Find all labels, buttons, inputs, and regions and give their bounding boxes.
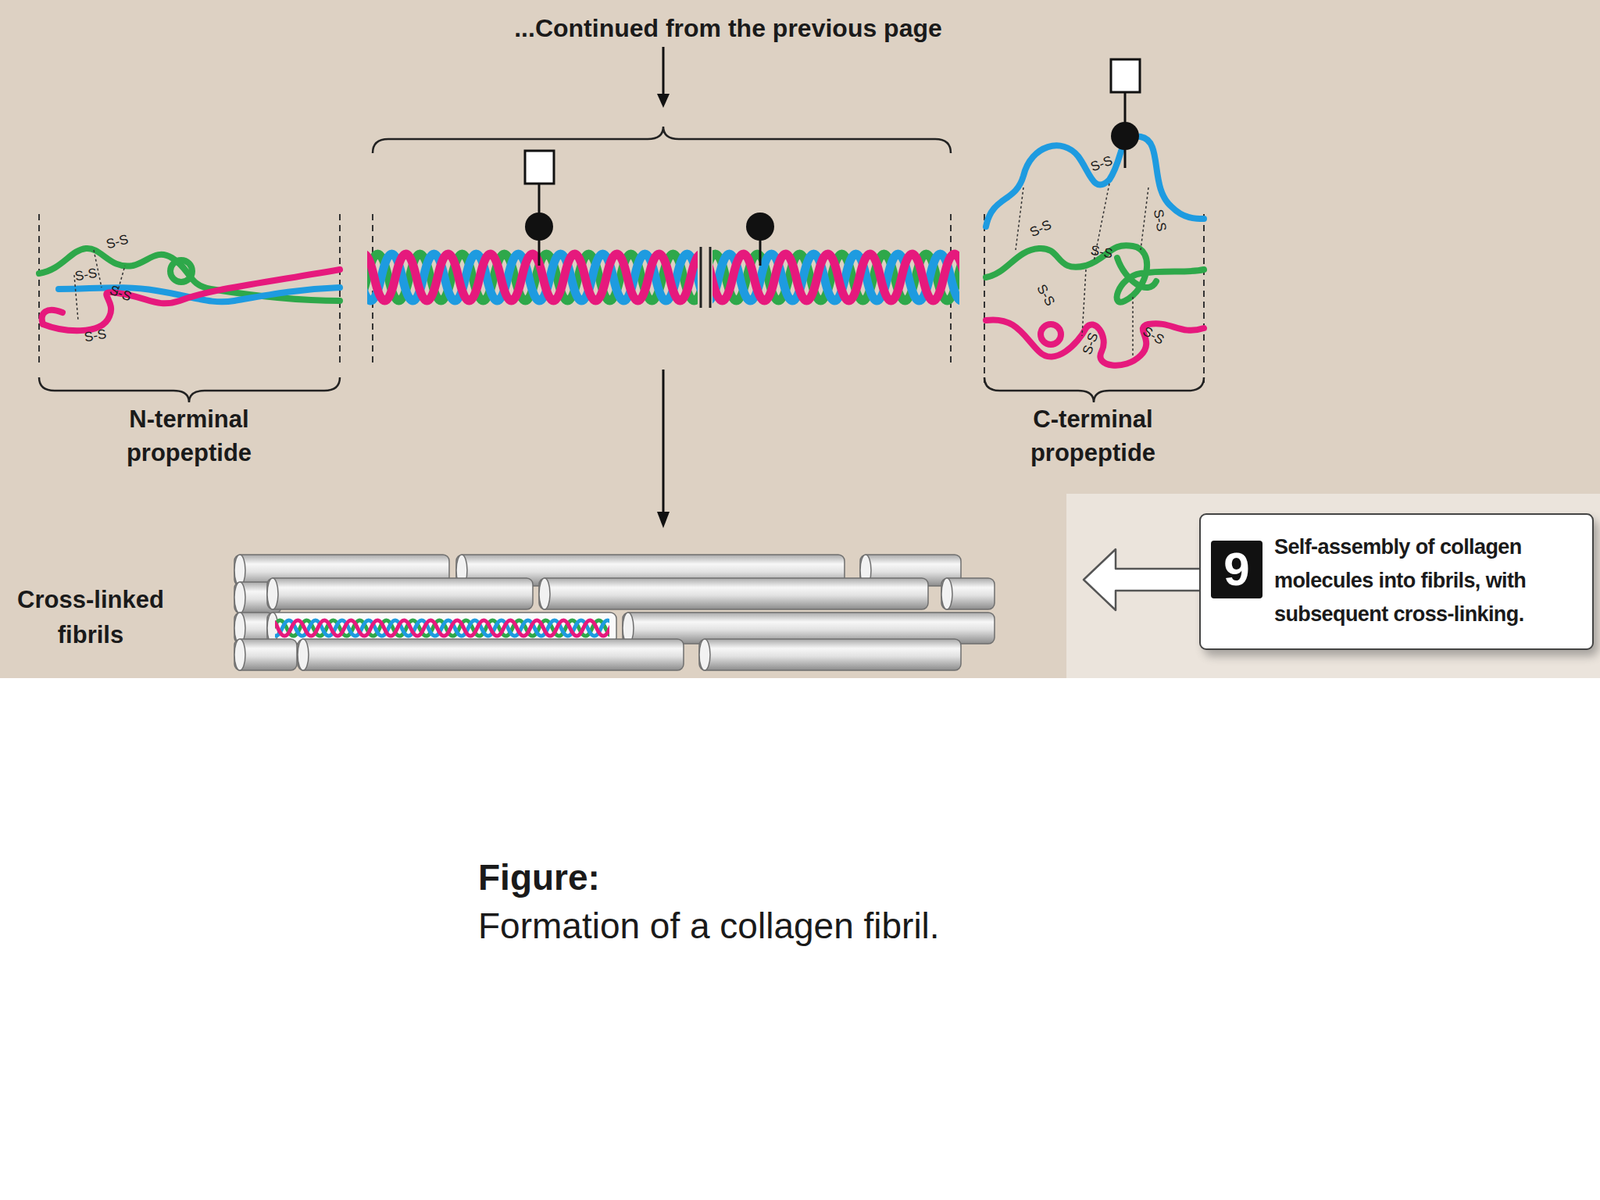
- figure-label: Figure:: [478, 855, 791, 900]
- figure-caption: Formation of a collagen fibril.: [478, 903, 1416, 948]
- region-label: C-terminal propeptide: [1007, 402, 1179, 470]
- region-label: Cross-linked fibrils: [0, 582, 182, 653]
- disulfide-label: S-S: [73, 265, 98, 286]
- disulfide-label: S-S: [1088, 153, 1115, 175]
- disulfide-label: S-S: [107, 282, 133, 305]
- disulfide-label: S-S: [1089, 242, 1114, 263]
- callout-box: Self-assembly of collagen molecules into…: [1199, 513, 1594, 650]
- disulfide-label: S-S: [1139, 323, 1168, 348]
- disulfide-label: S-S: [1079, 330, 1102, 357]
- callout-text: Self-assembly of collagen molecules into…: [1274, 530, 1591, 632]
- continuation-note: ...Continued from the previous page: [376, 12, 1080, 44]
- disulfide-label: S-S: [104, 232, 131, 254]
- callout-number-box: 9: [1210, 540, 1263, 599]
- callout-number: 9: [1210, 540, 1263, 599]
- disulfide-label: S-S: [82, 326, 108, 347]
- disulfide-label: S-S: [1150, 207, 1170, 233]
- region-label: N-terminal propeptide: [103, 402, 275, 470]
- disulfide-label: S-S: [1032, 282, 1058, 310]
- disulfide-label: S-S: [1027, 217, 1054, 241]
